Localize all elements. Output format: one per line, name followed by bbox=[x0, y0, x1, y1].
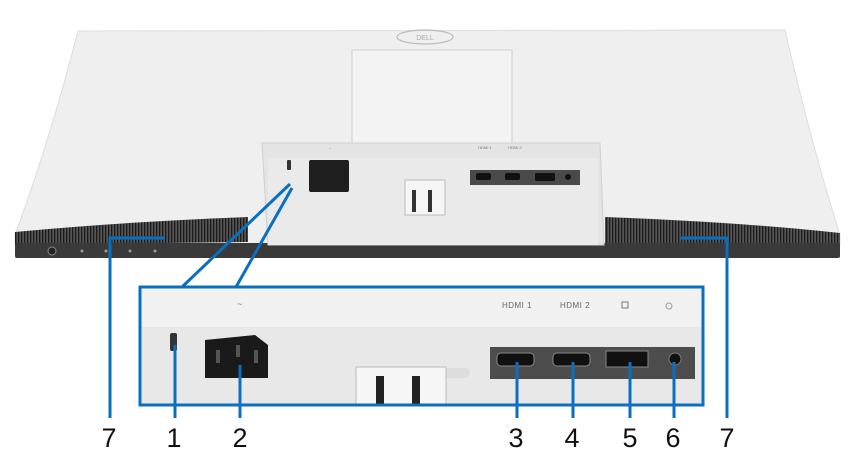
leader-lines bbox=[108, 182, 729, 418]
svg-text:HDMI 1: HDMI 1 bbox=[478, 145, 492, 150]
vesa-plate bbox=[351, 49, 513, 161]
headphone-icon bbox=[665, 302, 673, 310]
cable-holder bbox=[355, 366, 447, 406]
ports-inset: ~ HDMI 1 HDMI 2 bbox=[138, 285, 705, 407]
callout-4: 4 bbox=[564, 423, 579, 453]
svg-text:HDMI 1: HDMI 1 bbox=[502, 301, 532, 310]
callout-3: 3 bbox=[508, 423, 523, 453]
callout-7-right: 7 bbox=[719, 423, 734, 453]
svg-text:~: ~ bbox=[237, 300, 242, 309]
callout-1: 1 bbox=[166, 423, 181, 453]
callout-6: 6 bbox=[665, 423, 680, 453]
svg-text:DELL: DELL bbox=[416, 35, 434, 42]
svg-text:HDMI 2: HDMI 2 bbox=[508, 145, 522, 150]
displayport-port bbox=[605, 350, 649, 368]
displayport-icon bbox=[621, 301, 629, 309]
monitor-body: DELL ~ HDMI 1 HDMI 2 bbox=[14, 29, 841, 258]
svg-text:HDMI 2: HDMI 2 bbox=[560, 301, 590, 310]
callout-7-left: 7 bbox=[101, 423, 116, 453]
callout-5: 5 bbox=[622, 423, 637, 453]
svg-text:~: ~ bbox=[329, 146, 332, 151]
callout-2: 2 bbox=[232, 423, 247, 453]
dell-logo: DELL bbox=[396, 29, 454, 45]
power-button bbox=[47, 246, 57, 256]
